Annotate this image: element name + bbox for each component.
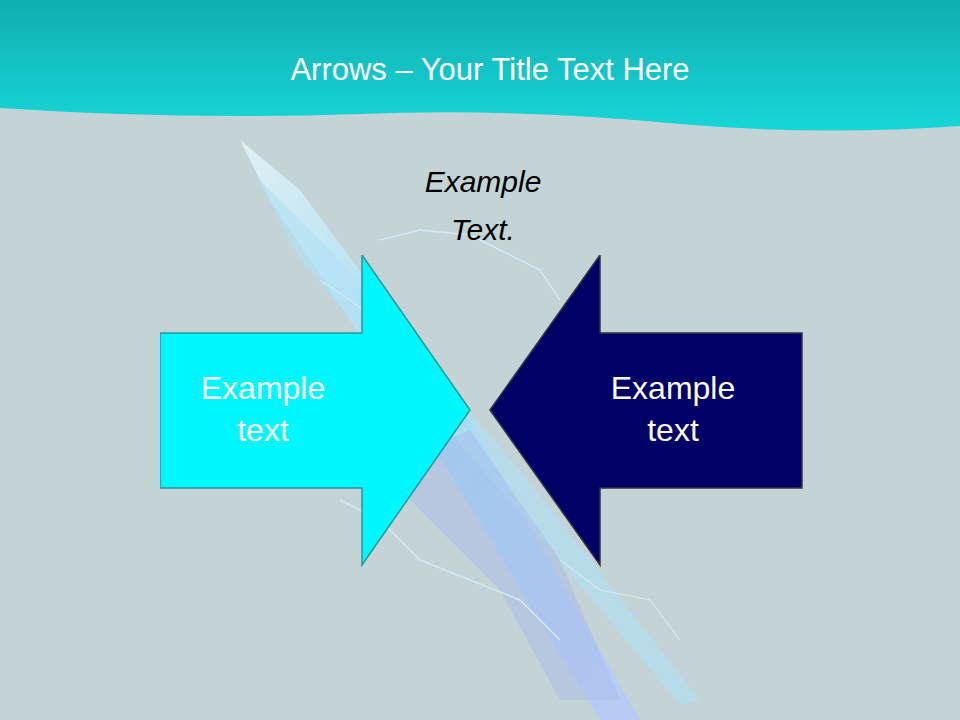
arrow-shape: Example text (488, 255, 804, 567)
slide-title: Arrows – Your Title Text Here (100, 52, 880, 88)
arrow-text: Example text (588, 368, 758, 451)
note-text: Example Text. (398, 158, 568, 254)
arrow-outline (488, 255, 804, 567)
text-area: Example text (588, 335, 758, 485)
arrow-text: Example text (178, 368, 348, 451)
arrow-outline (160, 255, 472, 567)
header-band (0, 0, 960, 131)
arrow-shape: Example text (160, 255, 472, 567)
arrow-fill (160, 255, 470, 565)
text-area: Example text (178, 335, 348, 485)
arrow-fill (490, 255, 802, 565)
